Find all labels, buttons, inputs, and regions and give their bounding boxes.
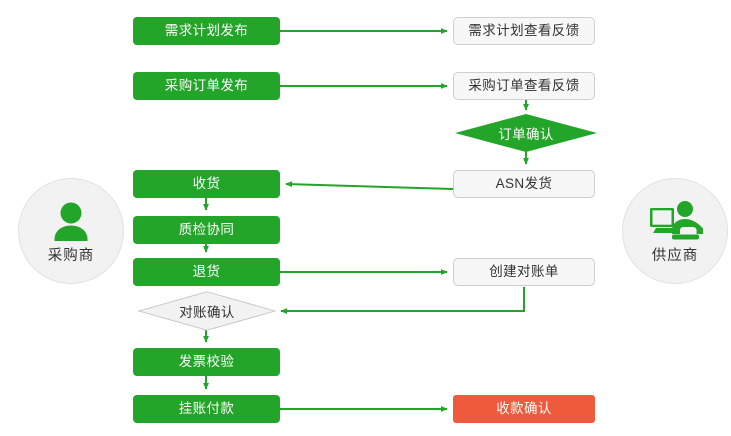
edge-n10-n11 [280, 287, 525, 314]
person-at-computer-icon [650, 201, 703, 240]
node-label: 创建对账单 [489, 264, 559, 280]
edge-n6-n7 [285, 181, 454, 190]
node-payment-on-account[interactable]: 挂账付款 [133, 395, 280, 423]
node-invoice-verification[interactable]: 发票校验 [133, 348, 280, 376]
node-receive-goods[interactable]: 收货 [133, 170, 280, 198]
node-demand-plan-publish[interactable]: 需求计划发布 [133, 17, 280, 45]
actor-supplier[interactable]: 供应商 [622, 178, 728, 284]
node-quality-inspection[interactable]: 质检协同 [133, 216, 280, 244]
node-label: 挂账付款 [178, 401, 235, 417]
node-receipt-confirm[interactable]: 收款确认 [453, 395, 595, 423]
node-label: 需求计划发布 [164, 23, 249, 39]
node-asn-shipment[interactable]: ASN发货 [453, 170, 595, 198]
node-purchase-order-feedback[interactable]: 采购订单查看反馈 [453, 72, 595, 100]
node-demand-plan-feedback[interactable]: 需求计划查看反馈 [453, 17, 595, 45]
node-create-reconciliation[interactable]: 创建对账单 [453, 258, 595, 286]
node-label: ASN发货 [495, 176, 553, 192]
node-label: 发票校验 [178, 354, 235, 370]
node-return-goods[interactable]: 退货 [133, 258, 280, 286]
actor-buyer[interactable]: 采购商 [18, 178, 124, 284]
node-label: 采购订单发布 [164, 78, 249, 94]
node-label: 订单确认 [498, 127, 554, 142]
node-reconciliation-confirm[interactable]: 对账确认 [136, 291, 278, 331]
node-label: 收款确认 [496, 401, 552, 417]
node-label: 对账确认 [179, 305, 235, 320]
diamond-shape-green [455, 114, 597, 152]
actor-supplier-label: 供应商 [651, 248, 699, 265]
actor-buyer-label: 采购商 [47, 248, 95, 265]
diamond-shape-gray [136, 291, 278, 331]
node-purchase-order-publish[interactable]: 采购订单发布 [133, 72, 280, 100]
node-label: 质检协同 [178, 222, 235, 238]
node-label: 收货 [192, 176, 221, 192]
node-label: 采购订单查看反馈 [468, 78, 580, 94]
node-order-confirm[interactable]: 订单确认 [455, 114, 597, 152]
node-label: 需求计划查看反馈 [468, 23, 580, 39]
person-icon [54, 202, 88, 242]
node-label: 退货 [192, 264, 221, 280]
